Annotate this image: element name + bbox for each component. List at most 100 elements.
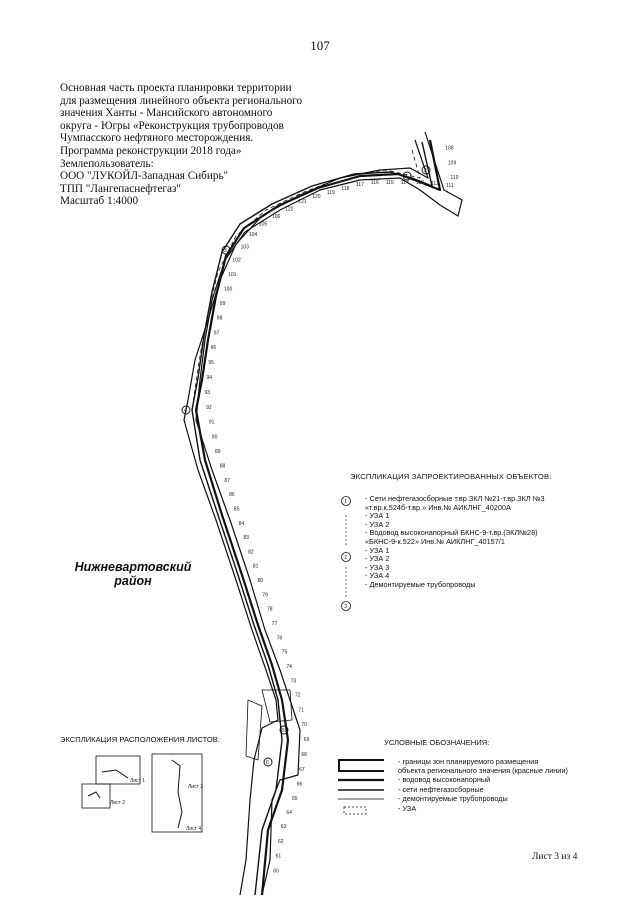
objects-line: «БКНС-9-к.522» Инв.№ АИКЛНГ_40157/1 — [365, 536, 505, 546]
route-point-label: 101 — [228, 272, 237, 278]
objects-line: - Водовод высоконапорный БКНС-9-т.вр.(ЗК… — [365, 528, 538, 538]
route-point-label: 88 — [220, 464, 226, 470]
dismantled-pipeline — [191, 149, 421, 413]
title-line: значения Ханты - Мансийского автономного — [60, 107, 273, 120]
title-line: Масштаб 1:4000 — [60, 195, 139, 208]
objects-explication-title: ЭКСПЛИКАЦИЯ ЗАПРОЕКТИРОВАННЫХ ОБЪЕКТОВ: — [350, 472, 552, 481]
sheet-route — [171, 759, 183, 829]
route-point-label: 82 — [248, 549, 254, 555]
route-point-label: 81 — [253, 564, 259, 570]
objects-line: - УЗА 1 — [365, 511, 390, 521]
route-point-label: 112 — [431, 181, 439, 187]
route-point-label: 86 — [229, 492, 235, 498]
route-point-label: 64 — [286, 810, 292, 816]
route-point-label: 66 — [297, 782, 303, 788]
route-point-label: 89 — [215, 449, 221, 455]
title-line: Основная часть проекта планировки террит… — [60, 82, 292, 94]
route-point-label: 100 — [224, 286, 233, 292]
route-point-label: 72 — [295, 693, 301, 699]
route-point-label: 96 — [211, 345, 217, 351]
route-point-label: 78 — [267, 607, 273, 613]
uza-circle-mark — [279, 725, 289, 735]
route-point-label: 67 — [299, 767, 305, 773]
route-point-label: 113 — [416, 180, 424, 186]
objects-line: - Сети нефтегазосборные т.вр.ЗКЛ №21-т.в… — [365, 494, 545, 503]
route-point-label: 60 — [273, 869, 279, 875]
sheet-frame — [95, 755, 141, 785]
title-line: округа - Югры «Реконструкция трубопровод… — [60, 119, 284, 132]
sheet-label: Лист 4 — [186, 826, 201, 832]
legend-item: - УЗА — [343, 803, 616, 814]
uza-circle-mark — [181, 405, 191, 415]
route-point-label: 71 — [298, 708, 304, 714]
objects-line: - УЗА 3 — [365, 562, 390, 572]
legend-label: - сети нефтегазосборные — [398, 784, 484, 794]
route-point-label: 77 — [272, 621, 278, 627]
legend-symbol-uza — [343, 806, 367, 814]
map-label: 6 — [266, 760, 269, 766]
uza-circle-mark — [263, 757, 273, 767]
route-point-label: 116 — [371, 180, 379, 186]
route-point-label: 93 — [205, 390, 211, 396]
marker-label: 1 — [344, 499, 347, 505]
sheet-label: Лист 1 — [130, 778, 145, 784]
district-line: район — [114, 574, 152, 588]
uza-circle-mark — [402, 171, 412, 181]
objects-markers: 1 2 3 — [341, 496, 351, 611]
legend-title: УСЛОВНЫЕ ОБОЗНАЧЕНИЯ: — [384, 738, 490, 747]
marker-label: 2 — [344, 555, 347, 561]
route-point-label: 114 — [401, 180, 409, 186]
route-point-label: 95 — [208, 360, 214, 366]
route-point-label: 79 — [262, 592, 268, 598]
route-point-label: 85 — [234, 507, 240, 513]
legend-item: - сети нефтегазосборные — [338, 784, 616, 795]
route-point-label: 63 — [281, 824, 287, 830]
title-line: ООО "ЛУКОЙЛ-Западная Сибирь" — [60, 170, 229, 183]
map-label: 3 — [224, 248, 227, 254]
route-point-label: 108 — [445, 145, 454, 151]
sheet-footer: Лист 3 из 4 — [532, 852, 578, 862]
route-point-label: 106 — [272, 214, 281, 220]
route-point-label: 70 — [301, 722, 307, 728]
route-point-label: 87 — [224, 478, 230, 484]
legend-symbol-dismantled — [338, 798, 384, 800]
route-point-label: 91 — [209, 420, 215, 426]
route-point-label: 65 — [292, 796, 298, 802]
sheet-frame — [81, 783, 111, 809]
route-point-label: 109 — [448, 160, 457, 166]
legend-label: - водовод высоконапорный — [398, 775, 491, 784]
route-point-label: 110 — [451, 175, 459, 181]
legend-symbol-gathering-line — [338, 788, 384, 791]
route-point-label: 115 — [386, 180, 394, 186]
title-line: Чумпасского нефтяного месторождения. — [60, 132, 254, 145]
objects-line: - УЗА 4 — [365, 571, 390, 581]
legend: УСЛОВНЫЕ ОБОЗНАЧЕНИЯ: - границы зон план… — [336, 738, 616, 814]
legend-label: объекта регионального значения (красные … — [398, 766, 568, 775]
area-hatch — [245, 699, 263, 761]
route-point-label: 104 — [249, 232, 258, 238]
legend-item: - границы зон планируемого размещения об… — [338, 757, 616, 775]
title-line: Землепользователь: — [60, 157, 154, 170]
sheet-route — [101, 769, 129, 779]
uza-circle-mark — [221, 245, 231, 255]
legend-label: - УЗА — [398, 803, 417, 813]
route-point-label: 105 — [259, 221, 268, 227]
objects-explication: ЭКСПЛИКАЦИЯ ЗАПРОЕКТИРОВАННЫХ ОБЪЕКТОВ: … — [336, 472, 606, 611]
map-label: 2 — [424, 168, 427, 174]
map-label: 4 — [184, 408, 187, 414]
route-point-label: 73 — [291, 678, 297, 684]
route-point-label: 111 — [446, 183, 454, 189]
route-point-label: 97 — [214, 330, 220, 336]
legend-item: - демонтируемые трубопроводы — [338, 794, 616, 804]
area-hatch — [261, 689, 293, 723]
sheet-label: Лист 3 — [188, 784, 203, 790]
objects-line: «т.вр.к.524б-т.вр.» Инв.№ АИКЛНГ_40200А — [365, 502, 511, 512]
title-line: ТПП "Лангепаснефтегаз" — [60, 182, 181, 195]
title-block: Основная часть проекта планировки террит… — [60, 82, 320, 208]
map-label: 5 — [282, 728, 285, 734]
sheet-label: Лист 2 — [110, 800, 125, 806]
route-point-label: 68 — [301, 752, 307, 758]
route-point-label: 90 — [212, 434, 218, 440]
route-point-label: 74 — [286, 664, 292, 670]
title-line: Программа реконструкции 2018 года» — [60, 144, 242, 157]
